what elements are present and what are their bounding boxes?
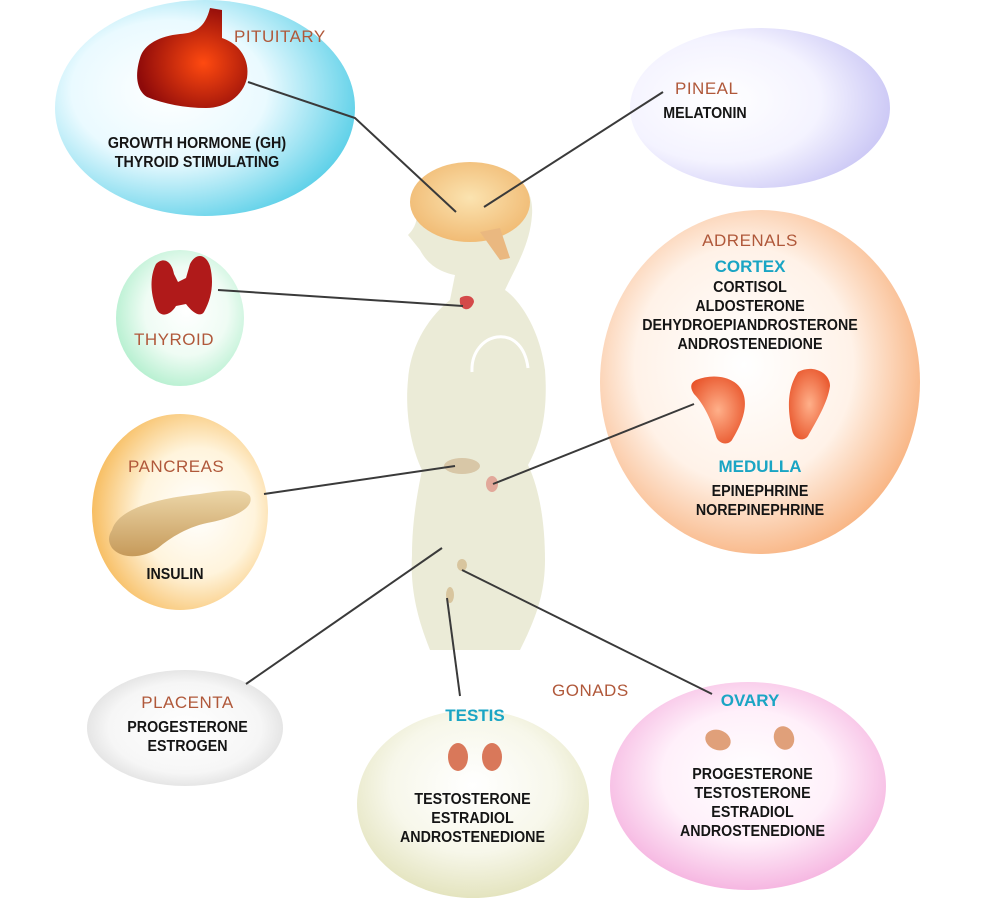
adrenals-bubble [600, 210, 920, 554]
hormone-item: ESTRADIOL [711, 804, 794, 821]
adrenal-gland-left-icon [691, 376, 745, 444]
testis-connector [446, 597, 461, 697]
thyroid-bubble [116, 250, 244, 386]
pancreas-hormone-list: INSULIN [124, 565, 225, 584]
hormone-item: PROGESTERONE [692, 766, 813, 783]
ovary-left-icon [705, 729, 731, 751]
connector-lines [217, 81, 713, 697]
body-ovary [457, 559, 467, 571]
ovary-label: OVARY [720, 691, 780, 710]
brain-stem [480, 228, 510, 260]
adrenal-cortex-hormone-list: CORTISOL ALDOSTERONE DEHYDROEPIANDROSTER… [612, 278, 888, 354]
placenta-hormone-list: PROGESTERONE ESTROGEN [107, 718, 268, 756]
hormone-item: DEHYDROEPIANDROSTERONE [642, 317, 858, 334]
thyroid-label: THYROID [134, 330, 214, 349]
pineal-bubble [630, 28, 890, 188]
pituitary-connector [247, 81, 457, 213]
hormone-item: ANDROSTENEDIONE [677, 336, 823, 353]
testis-right-icon [482, 743, 502, 771]
ovary-hormone-list: PROGESTERONE TESTOSTERONE ESTRADIOL ANDR… [649, 765, 856, 841]
body-pancreas [444, 458, 480, 474]
body-adrenal [486, 476, 498, 492]
pituitary-bubble [55, 0, 355, 216]
gonads-label: GONADS [552, 681, 629, 700]
hormone-item: ANDROSTENEDIONE [679, 823, 825, 840]
hormone-item: CORTISOL [713, 279, 787, 296]
hormone-item: ALDOSTERONE [695, 298, 805, 315]
adrenal-cortex-label: CORTEX [714, 257, 786, 276]
pineal-hormone-list: MELATONIN [654, 104, 755, 123]
pineal-label: PINEAL [675, 79, 739, 98]
hormone-item: INSULIN [146, 566, 204, 583]
pituitary-hormone-list: GROWTH HORMONE (GH) THYROID STIMULATING [73, 134, 321, 172]
hormone-item: ANDROSTENEDIONE [399, 829, 545, 846]
adrenals-label: ADRENALS [702, 231, 798, 250]
ovary-connector [461, 569, 713, 695]
pancreas-gland-icon [109, 490, 251, 557]
testis-hormone-list: TESTOSTERONE ESTRADIOL ANDROSTENEDIONE [378, 790, 567, 847]
adrenal-gland-right-icon [788, 368, 830, 440]
pituitary-label: PITUITARY [234, 27, 326, 46]
adrenals-connector [492, 403, 695, 485]
hormone-item: PROGESTERONE [127, 719, 248, 736]
hormone-item: EPINEPHRINE [711, 483, 809, 500]
hormone-item: THYROID STIMULATING [114, 154, 280, 171]
hormone-item: GROWTH HORMONE (GH) [107, 135, 287, 152]
body-thyroid [459, 295, 474, 310]
hormone-item: TESTOSTERONE [694, 785, 811, 802]
pancreas-connector [263, 465, 456, 495]
adrenal-medulla-hormone-list: EPINEPHRINE NOREPINEPHRINE [613, 482, 907, 520]
ovary-bubble [610, 682, 886, 890]
rib-arc [470, 335, 530, 373]
pituitary-gland-icon [137, 8, 248, 108]
pancreas-label: PANCREAS [128, 457, 225, 476]
adrenal-medulla-label: MEDULLA [718, 457, 802, 476]
hormone-item: NOREPINEPHRINE [695, 502, 825, 519]
testis-left-icon [448, 743, 468, 771]
thyroid-gland-icon [151, 255, 212, 315]
hormone-item: TESTOSTERONE [414, 791, 531, 808]
testis-label: TESTIS [445, 706, 505, 725]
testis-bubble [357, 710, 589, 898]
hormone-item: ESTRADIOL [431, 810, 514, 827]
body-silhouette [407, 166, 546, 650]
hormone-item: ESTROGEN [147, 738, 228, 755]
placenta-bubble [87, 670, 283, 786]
pineal-connector [483, 91, 664, 208]
thyroid-connector [217, 289, 464, 307]
placenta-label: PLACENTA [141, 693, 234, 712]
ovary-right-icon [773, 726, 795, 750]
brain [410, 162, 530, 242]
placenta-connector [245, 547, 443, 685]
hormone-item: MELATONIN [663, 105, 747, 122]
